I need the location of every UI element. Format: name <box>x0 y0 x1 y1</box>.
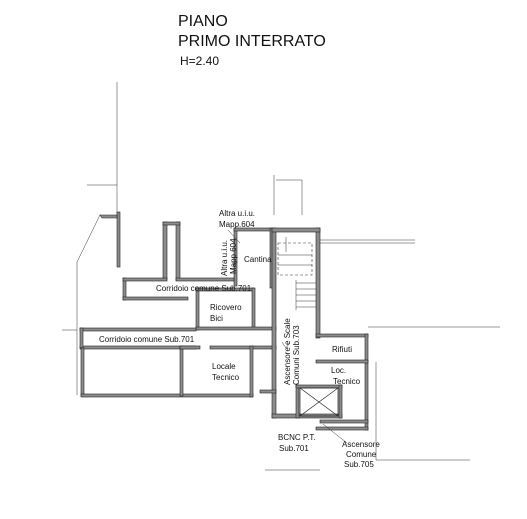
label-comuni-sub-703: Comuni Sub.703 <box>292 325 301 385</box>
plan-height: H=2.40 <box>180 54 220 68</box>
label-mapp-604-top: Mapp.604 <box>219 220 255 229</box>
label-comune: Comune <box>346 450 377 459</box>
label-rifiuti: Rifiuti <box>332 345 352 354</box>
label-loc-tecnico: Tecnico <box>333 377 361 386</box>
label-bici: Bici <box>210 314 223 323</box>
plan-title-floor: PIANO <box>178 13 228 30</box>
context-lines <box>62 82 500 471</box>
label-ricovero: Ricovero <box>210 303 242 312</box>
label-corridoio-left: Corridoio comune Sub.701 <box>99 335 195 344</box>
walls <box>79 211 369 431</box>
label-locale-tecnico: Tecnico <box>212 373 240 382</box>
label-locale: Locale <box>212 362 236 371</box>
label-altra-uiu-vertical: Altra u.i.u. <box>220 240 229 276</box>
label-mapp-604-vertical: Mapp.604 <box>229 238 238 274</box>
plan-title-level: PRIMO INTERRATO <box>178 33 326 50</box>
label-ascensore: Ascensore <box>342 440 380 449</box>
label-altra-uiu-top: Altra u.i.u. <box>219 209 255 218</box>
reference-arrows <box>227 229 291 349</box>
label-ascensore-scale: Ascensore e Scale <box>283 318 292 385</box>
label-bcnc-sub: Sub.701 <box>279 444 309 453</box>
stairs <box>277 242 316 310</box>
label-cantina: Cantina <box>244 255 272 264</box>
label-sub-705: Sub.705 <box>344 460 374 469</box>
label-loc: Loc. <box>331 366 346 375</box>
label-corridoio-top: Corridoio comune Sub.701 <box>156 284 252 293</box>
label-bcnc: BCNC P.T. <box>278 433 316 442</box>
elevator-shaft <box>299 387 339 417</box>
